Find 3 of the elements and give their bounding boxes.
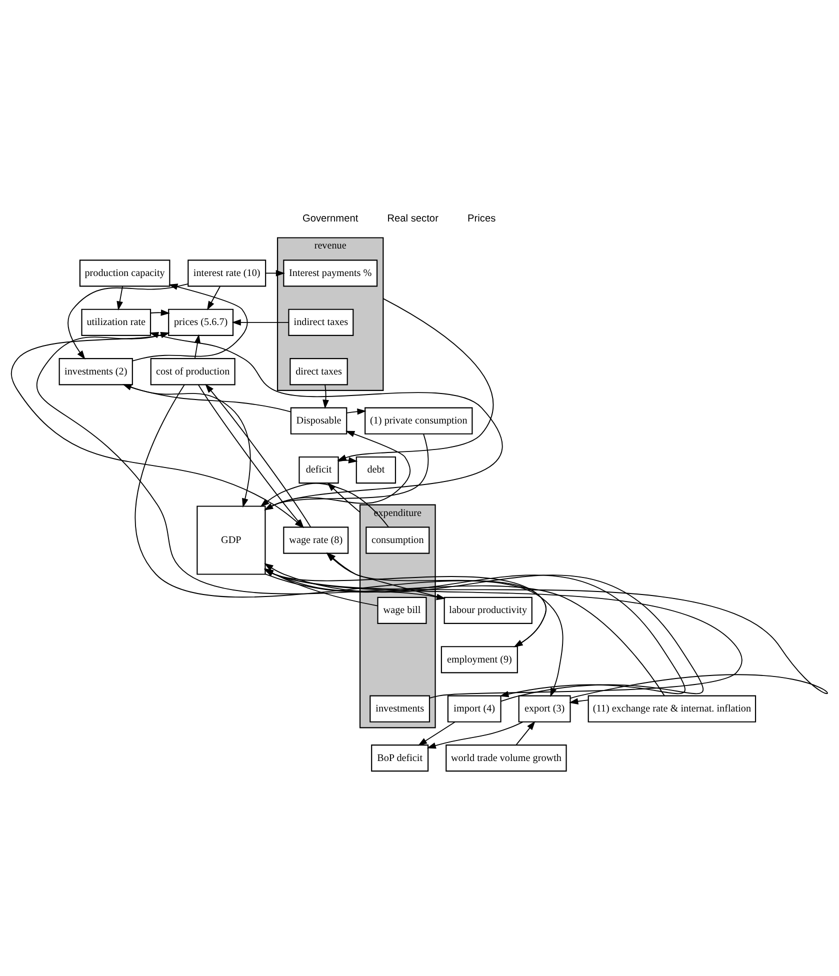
label: Real sector bbox=[387, 213, 438, 224]
label: Government bbox=[302, 213, 358, 224]
label: Prices bbox=[468, 213, 496, 224]
